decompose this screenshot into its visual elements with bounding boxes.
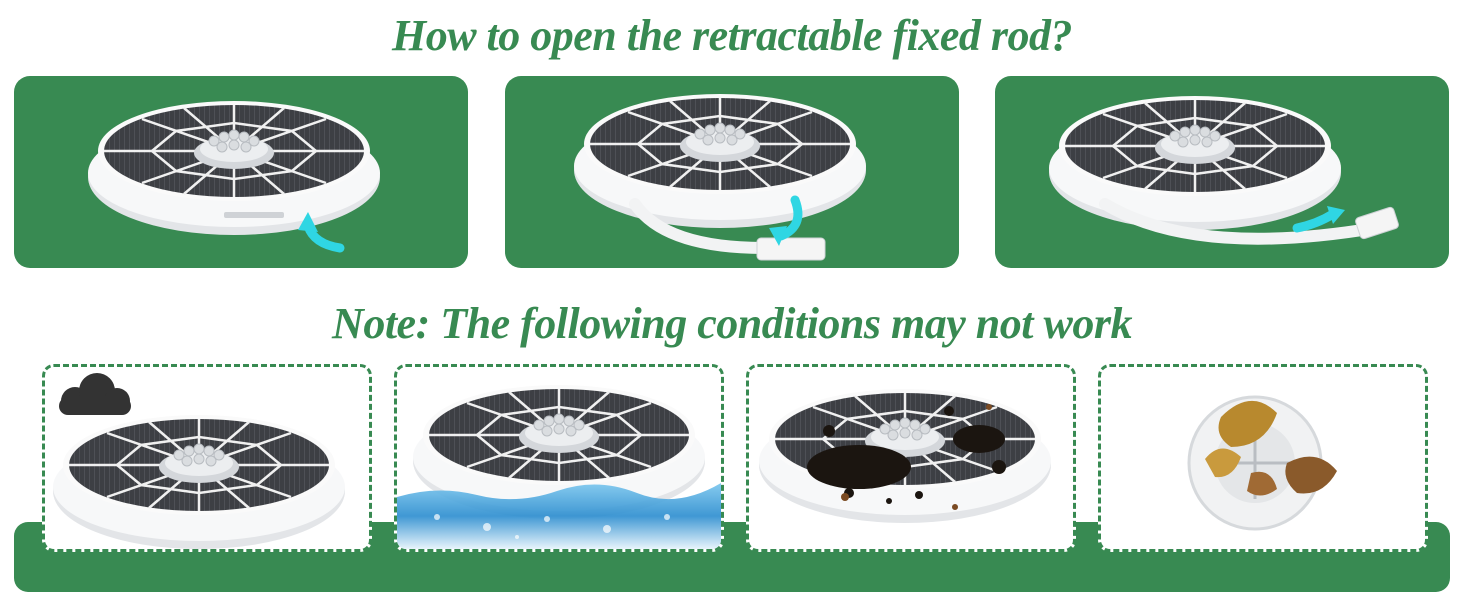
- condition-submerged: [394, 364, 724, 552]
- note-title: Note: The following conditions may not w…: [332, 299, 1132, 348]
- fountain-image: [51, 413, 347, 549]
- condition-cloudy: [42, 364, 372, 552]
- step-panel-extended: [995, 76, 1449, 268]
- water-icon: [397, 483, 721, 549]
- retractable-rod: [629, 198, 771, 254]
- rod-end: [756, 237, 826, 261]
- cloud-icon: [59, 373, 131, 415]
- step-panel-closed: [14, 76, 468, 268]
- rod-end: [1355, 206, 1399, 240]
- dirt-icon: [807, 406, 1006, 504]
- retractable-rod: [1099, 198, 1381, 245]
- step-panel-pulling: [505, 76, 959, 268]
- rod-slot: [224, 212, 284, 218]
- fountain-image: [1047, 94, 1399, 245]
- condition-dirty-panel: [746, 364, 1076, 552]
- leaves-icon: [1205, 400, 1337, 496]
- curved-arrow-icon: [776, 195, 803, 241]
- fountain-image: [572, 92, 868, 261]
- fountain-image: [86, 99, 382, 253]
- fountain-image: [757, 387, 1053, 525]
- page-title: How to open the retractable fixed rod?: [391, 11, 1073, 60]
- curved-arrow-icon: [1292, 209, 1338, 233]
- condition-leaves-clog: [1098, 364, 1428, 552]
